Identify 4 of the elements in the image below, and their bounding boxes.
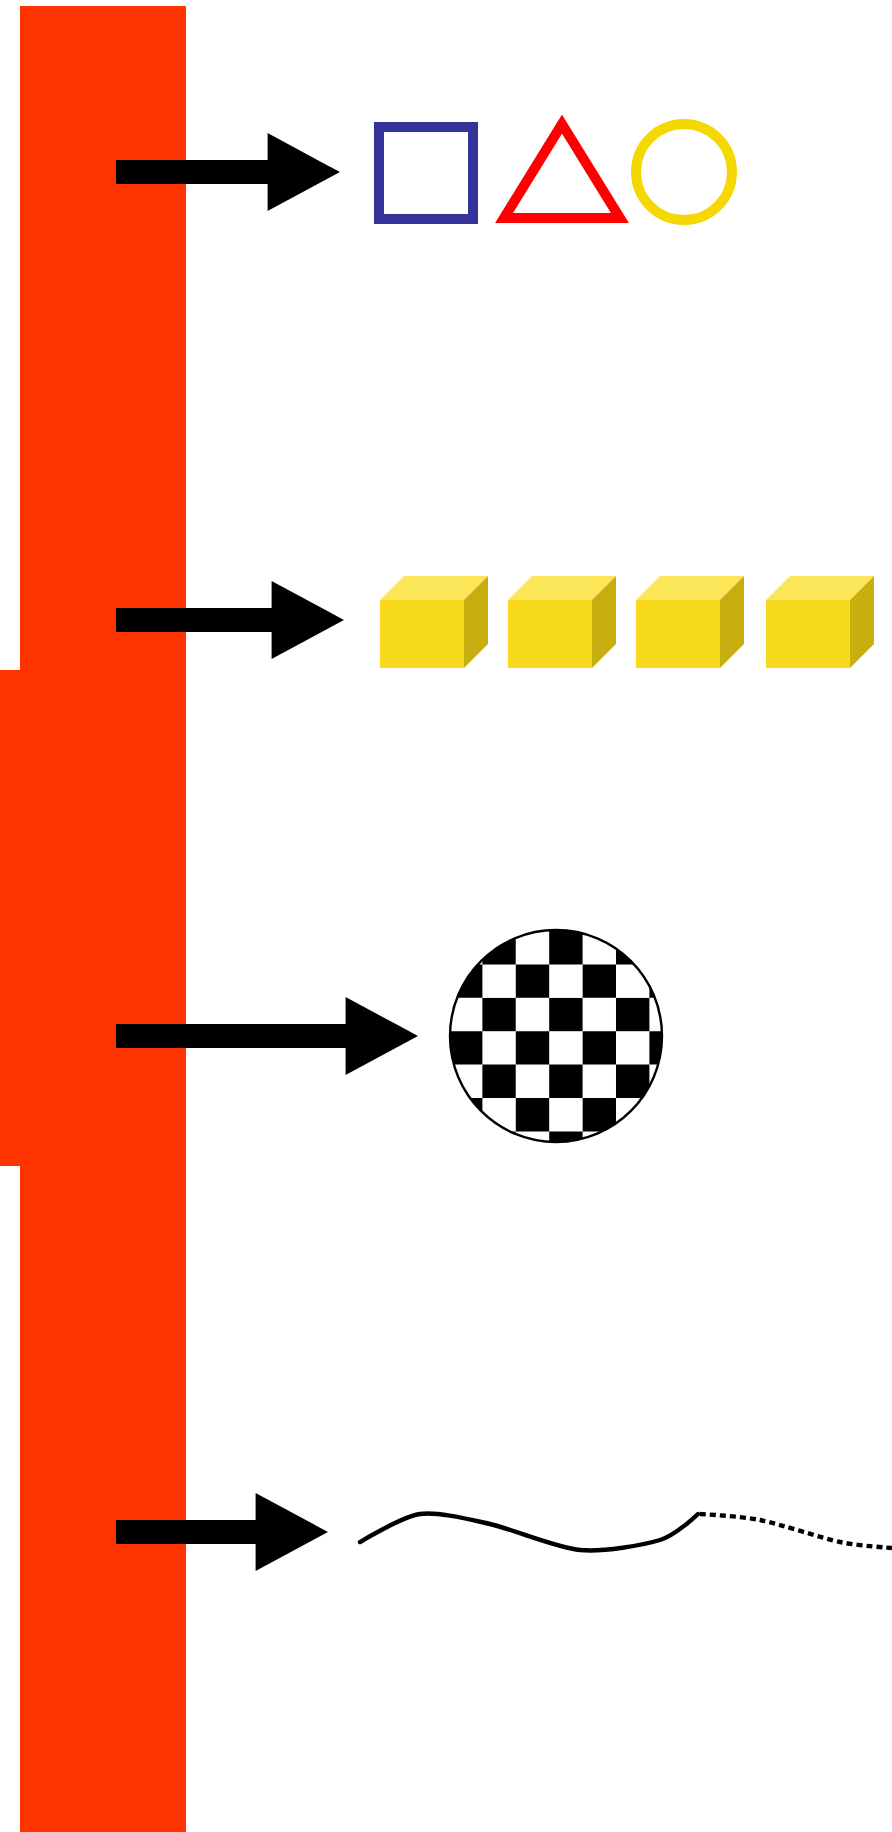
side-bar	[0, 6, 186, 1832]
cubes-drawing	[380, 576, 874, 668]
wavy-line-drawing	[357, 1511, 892, 1553]
checkered-ball-drawing	[448, 928, 664, 1144]
